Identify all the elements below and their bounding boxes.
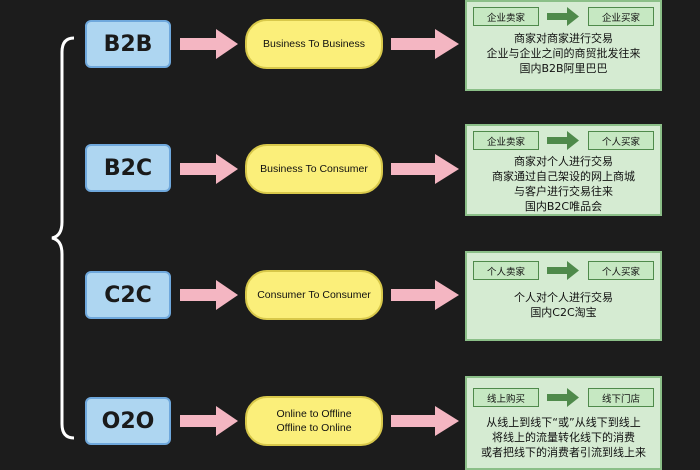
green-arrow-icon — [547, 131, 579, 150]
green-arrow-icon — [547, 7, 579, 26]
pill-o2o: Online to Offline Offline to Online — [245, 396, 383, 446]
pink-arrow-icon — [180, 406, 238, 436]
tag-to: 个人买家 — [588, 261, 654, 280]
pink-arrow-icon — [391, 406, 459, 436]
pill-line: Business To Consumer — [260, 162, 368, 175]
description: 从线上到线下“或”从线下到线上 将线上的流量转化线下的消费 或者把线下的消费者引… — [467, 415, 660, 460]
pill-b2b: Business To Business — [245, 19, 383, 69]
panel-c2c: 个人卖家 个人买家 个人对个人进行交易 国内C2C淘宝 — [465, 251, 662, 341]
pink-arrow-icon — [180, 154, 238, 184]
tag-to: 线下门店 — [588, 388, 654, 407]
code-box-b2c: B2C — [85, 144, 171, 192]
description-line: 商家通过自己架设的网上商城 — [492, 170, 635, 183]
description-line: 商家对商家进行交易 — [514, 32, 613, 45]
tag-from: 企业卖家 — [473, 7, 539, 26]
description-line: 将线上的流量转化线下的消费 — [492, 431, 635, 444]
tag-from: 个人卖家 — [473, 261, 539, 280]
code-box-c2c: C2C — [85, 271, 171, 319]
panel-b2c: 企业卖家 个人买家 商家对个人进行交易 商家通过自己架设的网上商城 与客户进行交… — [465, 124, 662, 216]
pill-line: Consumer To Consumer — [257, 288, 371, 301]
tag-from: 线上购买 — [473, 388, 539, 407]
pill-line: Online to Offline — [276, 407, 352, 420]
description-line: 商家对个人进行交易 — [514, 155, 613, 168]
panel-o2o: 线上购买 线下门店 从线上到线下“或”从线下到线上 将线上的流量转化线下的消费 … — [465, 376, 662, 470]
description-line: 国内B2C唯品会 — [524, 200, 603, 213]
description: 商家对个人进行交易 商家通过自己架设的网上商城 与客户进行交易往来 国内B2C唯… — [467, 154, 660, 214]
description-line: 国内B2B阿里巴巴 — [519, 62, 608, 75]
pill-c2c: Consumer To Consumer — [245, 270, 383, 320]
code-box-o2o: O2O — [85, 397, 171, 445]
description: 商家对商家进行交易 企业与企业之间的商贸批发往来 国内B2B阿里巴巴 — [467, 31, 660, 76]
tag-to: 企业买家 — [588, 7, 654, 26]
pill-line: Business To Business — [263, 37, 365, 50]
description-line: 与客户进行交易往来 — [514, 185, 613, 198]
green-arrow-icon — [547, 261, 579, 280]
panel-b2b: 企业卖家 企业买家 商家对商家进行交易 企业与企业之间的商贸批发往来 国内B2B… — [465, 0, 662, 91]
green-arrow-icon — [547, 388, 579, 407]
description-line: 企业与企业之间的商贸批发往来 — [486, 47, 641, 60]
pink-arrow-icon — [391, 280, 459, 310]
pill-line: Offline to Online — [276, 422, 352, 434]
pill-b2c: Business To Consumer — [245, 144, 383, 194]
pink-arrow-icon — [180, 29, 238, 59]
pink-arrow-icon — [391, 29, 459, 59]
code-box-b2b: B2B — [85, 20, 171, 68]
grouping-brace — [51, 36, 75, 440]
description: 个人对个人进行交易 国内C2C淘宝 — [467, 290, 660, 320]
tag-to: 个人买家 — [588, 131, 654, 150]
pink-arrow-icon — [180, 280, 238, 310]
tag-from: 企业卖家 — [473, 131, 539, 150]
description-line: 个人对个人进行交易 — [514, 291, 613, 304]
description-line: 或者把线下的消费者引流到线上来 — [481, 446, 646, 459]
description-line: 国内C2C淘宝 — [530, 306, 597, 319]
description-line: 从线上到线下“或”从线下到线上 — [486, 416, 641, 429]
pink-arrow-icon — [391, 154, 459, 184]
